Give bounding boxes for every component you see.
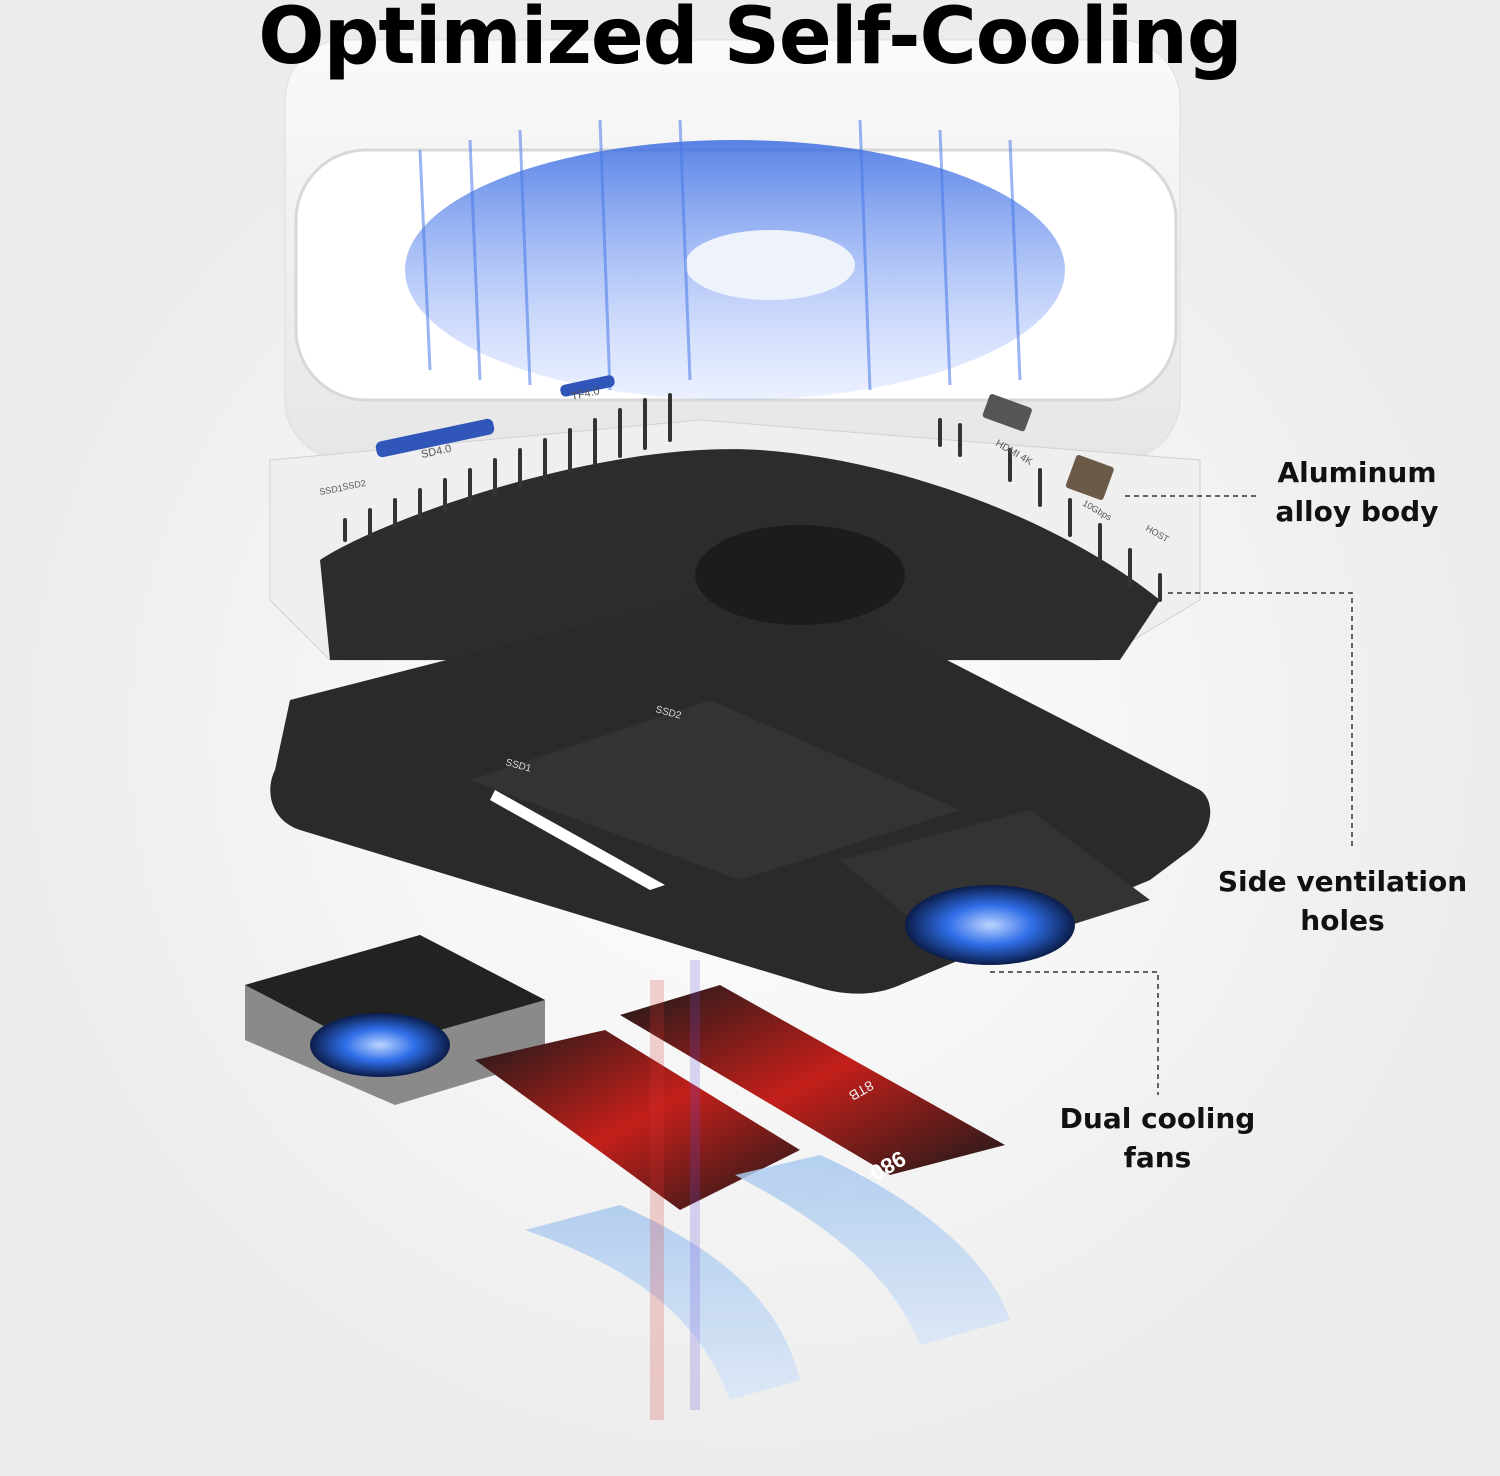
page-title: Optimized Self-Cooling [258,0,1242,82]
callout-line-fans [990,971,1159,1095]
port-label-tf: TF4.0 [570,385,601,403]
fan-right [905,885,1075,965]
port-label-ssd2: SSD2 [342,478,367,492]
callout-aluminum-body: Aluminum alloy body [1275,456,1439,528]
callout-side-ventilation: Side ventilation holes [1217,865,1468,937]
flex-cables [525,960,1010,1420]
callout-line-ventilation [1168,592,1353,850]
callout-dual-fans: Dual cooling fans [1059,1102,1256,1174]
base-plate: SSD1 SSD2 [270,525,1211,994]
fan-left [245,935,545,1105]
port-label-ssd1: SSD1 [319,483,344,497]
